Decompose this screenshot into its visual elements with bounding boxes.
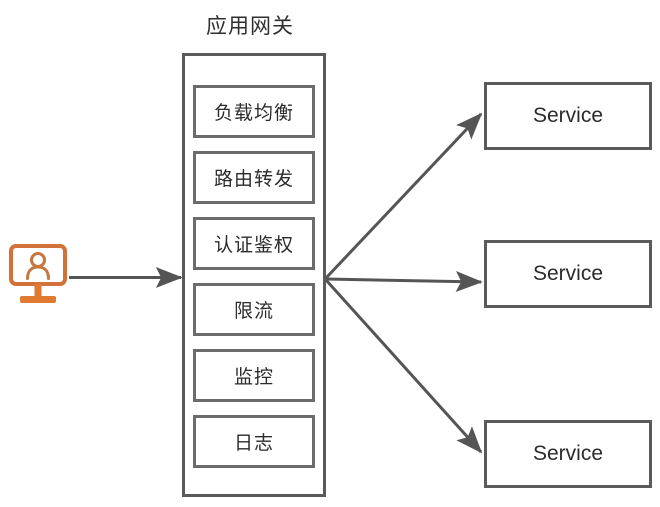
service-node-1[interactable]: Service	[484, 82, 652, 150]
feature-box-monitoring[interactable]: 监控	[193, 349, 315, 402]
edge-gateway-to-service-1	[324, 112, 483, 280]
feature-box-load-balancing[interactable]: 负载均衡	[193, 85, 315, 138]
gateway-feature-list: 负载均衡 路由转发 认证鉴权 限流 监控 日志	[193, 85, 315, 481]
feature-box-logging[interactable]: 日志	[193, 415, 315, 468]
gateway-title: 应用网关	[206, 15, 294, 38]
edge-gateway-to-service-3	[324, 278, 483, 454]
client-node[interactable]	[8, 243, 68, 311]
user-monitor-icon	[9, 244, 67, 303]
feature-box-rate-limiting[interactable]: 限流	[193, 283, 315, 336]
feature-box-authentication[interactable]: 认证鉴权	[193, 217, 315, 270]
service-node-3[interactable]: Service	[484, 420, 652, 488]
edge-gateway-to-service-2	[325, 271, 483, 293]
service-node-2[interactable]: Service	[484, 240, 652, 308]
feature-box-routing[interactable]: 路由转发	[193, 151, 315, 204]
